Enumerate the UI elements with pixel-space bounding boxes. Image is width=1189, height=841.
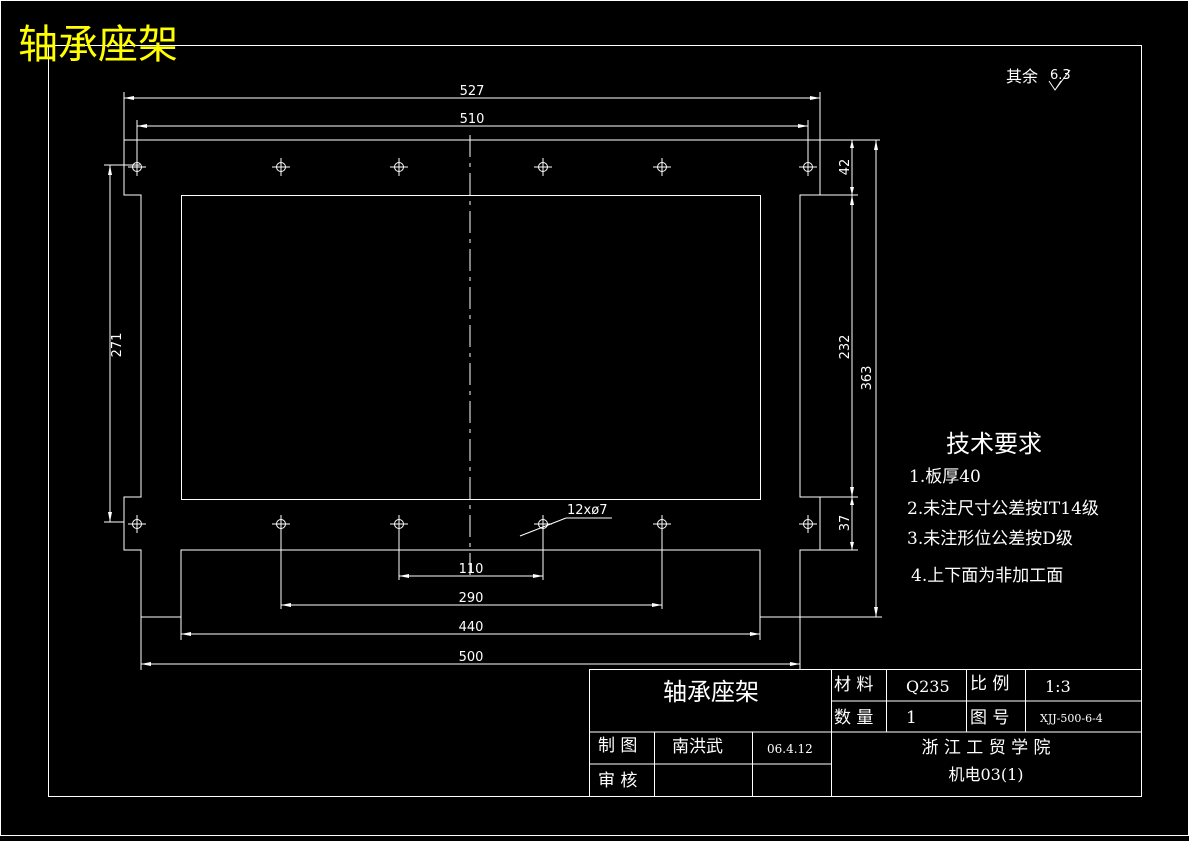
drawn-by: 南洪武 xyxy=(672,737,723,757)
title-block: 轴承座架 材 料 Q235 比 例 1:3 数 量 1 图 号 XJJ-500-… xyxy=(589,669,1142,797)
drawn-label: 制 图 xyxy=(598,736,637,756)
dim-232: 232 xyxy=(800,195,858,498)
dim-37: 37 xyxy=(820,497,858,551)
hole-pattern xyxy=(128,158,817,533)
material-label: 材 料 xyxy=(834,675,873,695)
dim-500: 500 xyxy=(140,617,801,670)
qty-value: 1 xyxy=(906,708,917,728)
inner-window xyxy=(181,195,761,500)
svg-text:271: 271 xyxy=(110,333,125,358)
svg-text:42: 42 xyxy=(838,159,853,176)
dim-510: 510 xyxy=(136,112,809,165)
dim-42: 42 xyxy=(800,139,880,196)
svg-text:440: 440 xyxy=(459,620,484,635)
drawn-date: 06.4.12 xyxy=(767,742,813,756)
tech-req-heading: 技术要求 xyxy=(946,430,1042,458)
checked-label: 审 核 xyxy=(598,771,637,791)
dim-527: 527 xyxy=(123,84,821,140)
hole-crosshair xyxy=(128,515,146,533)
hole-crosshair xyxy=(390,158,408,176)
tech-requirements: 技术要求 1.板厚40 2.未注尺寸公差按IT14级 3.未注形位公差按D级 4… xyxy=(907,430,1099,586)
dim-363: 363 xyxy=(800,140,882,618)
roughness-value: 6.3 xyxy=(1050,68,1071,83)
roughness-prefix: 其余 xyxy=(1006,67,1038,86)
svg-text:110: 110 xyxy=(459,562,484,577)
hole-crosshair xyxy=(799,515,817,533)
tech-req-item: 3.未注形位公差按D级 xyxy=(907,529,1073,549)
scale-value: 1:3 xyxy=(1045,677,1071,696)
hole-crosshair xyxy=(534,158,552,176)
school-name: 浙 江 工 贸 学 院 xyxy=(921,738,1050,758)
qty-label: 数 量 xyxy=(834,708,873,728)
hole-crosshair xyxy=(653,158,671,176)
svg-text:363: 363 xyxy=(860,366,875,391)
material-value: Q235 xyxy=(906,677,950,696)
svg-text:500: 500 xyxy=(459,650,484,665)
class-name: 机电03(1) xyxy=(948,765,1023,784)
svg-text:527: 527 xyxy=(460,84,485,99)
drawing-no-label: 图 号 xyxy=(970,708,1009,728)
svg-text:37: 37 xyxy=(838,515,853,532)
corner-title: 轴承座架 xyxy=(18,22,178,68)
roughness-symbol-icon xyxy=(1048,69,1071,91)
scale-label: 比 例 xyxy=(970,674,1009,694)
svg-text:12xø7: 12xø7 xyxy=(567,503,607,518)
roughness-note: 其余 6.3 xyxy=(1006,67,1071,91)
svg-text:510: 510 xyxy=(460,112,485,127)
part-outline xyxy=(123,139,821,618)
svg-text:232: 232 xyxy=(838,335,853,360)
tech-req-item: 4.上下面为非加工面 xyxy=(911,566,1063,586)
dim-290: 290 xyxy=(280,524,663,609)
dim-110: 110 xyxy=(398,524,544,580)
drawing-no-value: XJJ-500-6-4 xyxy=(1040,712,1103,725)
tech-req-item: 2.未注尺寸公差按IT14级 xyxy=(907,499,1099,519)
hole-callout: 12xø7 xyxy=(519,503,612,537)
dim-271: 271 xyxy=(104,164,140,523)
svg-text:290: 290 xyxy=(459,591,484,606)
dim-440: 440 xyxy=(180,617,761,640)
tech-req-item: 1.板厚40 xyxy=(909,467,981,487)
hole-crosshair xyxy=(272,158,290,176)
part-name: 轴承座架 xyxy=(663,678,759,706)
